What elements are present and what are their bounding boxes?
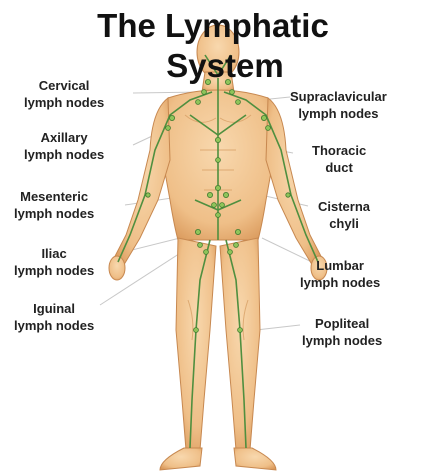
label-popliteal-line1: Popliteal [302, 315, 382, 332]
label-axillary-line1: Axillary [24, 129, 104, 146]
label-mesenteric-line2: lymph nodes [14, 205, 94, 222]
label-popliteal-line2: lymph nodes [302, 332, 382, 349]
label-lumbar: Lumbar lymph nodes [300, 257, 380, 291]
title-line-1: The Lymphatic [0, 9, 426, 42]
label-cervical-line1: Cervical [24, 77, 104, 94]
label-iliac-line1: Iliac [14, 245, 94, 262]
label-popliteal: Popliteal lymph nodes [302, 315, 382, 349]
label-cisterna: Cisterna chyli [318, 198, 370, 232]
label-lumbar-line2: lymph nodes [300, 274, 380, 291]
label-supraclavicular: Supraclavicular lymph nodes [290, 88, 387, 122]
label-supraclavicular-line1: Supraclavicular [290, 88, 387, 105]
label-cisterna-line1: Cisterna [318, 198, 370, 215]
label-thoracic-line1: Thoracic [312, 142, 366, 159]
label-mesenteric: Mesenteric lymph nodes [14, 188, 94, 222]
label-iliac: Iliac lymph nodes [14, 245, 94, 279]
title-line-2: System [140, 49, 310, 82]
label-cervical: Cervical lymph nodes [24, 77, 104, 111]
label-cervical-line2: lymph nodes [24, 94, 104, 111]
label-axillary-line2: lymph nodes [24, 146, 104, 163]
label-inguinal: Iguinal lymph nodes [14, 300, 94, 334]
label-supraclavicular-line2: lymph nodes [290, 105, 387, 122]
lymph-vessels [118, 55, 318, 448]
label-thoracic: Thoracic duct [312, 142, 366, 176]
label-cisterna-line2: chyli [318, 215, 370, 232]
label-inguinal-line2: lymph nodes [14, 317, 94, 334]
label-mesenteric-line1: Mesenteric [14, 188, 94, 205]
label-inguinal-line1: Iguinal [14, 300, 94, 317]
label-axillary: Axillary lymph nodes [24, 129, 104, 163]
label-lumbar-line1: Lumbar [300, 257, 380, 274]
label-iliac-line2: lymph nodes [14, 262, 94, 279]
label-thoracic-line2: duct [312, 159, 366, 176]
